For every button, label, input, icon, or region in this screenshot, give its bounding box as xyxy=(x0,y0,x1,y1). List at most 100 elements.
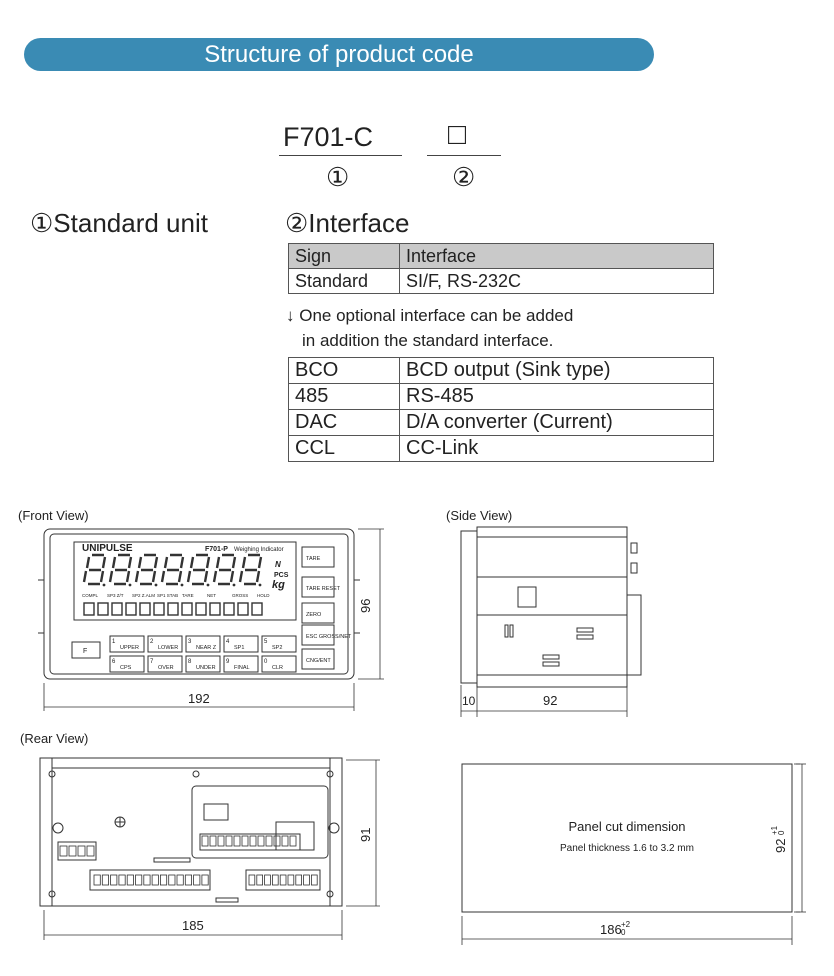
interface-table: Sign Interface Standard SI/F, RS-232C xyxy=(288,243,714,294)
terminal xyxy=(281,835,289,847)
terminal xyxy=(209,835,217,847)
terminal xyxy=(151,874,159,886)
segment-digit xyxy=(108,553,133,587)
front-key: ESC GROSS/NET xyxy=(301,624,352,646)
svg-text:CPS: CPS xyxy=(120,665,132,671)
sub-digit xyxy=(83,602,95,616)
code-underline-1 xyxy=(279,155,402,156)
svg-text:LOWER: LOWER xyxy=(158,645,178,651)
segment-digit xyxy=(186,553,211,587)
front-key: TARE RESET xyxy=(301,576,341,598)
terminal xyxy=(110,874,118,886)
front-view-drawing: UNIPULSE F701-P Weighing Indicator N PCS… xyxy=(38,528,384,711)
terminal xyxy=(168,874,176,886)
display-window xyxy=(73,541,297,621)
panel-width-dim: 186 xyxy=(600,922,622,937)
terminal xyxy=(273,835,281,847)
panel-width-tol-upper: +2 xyxy=(621,920,631,929)
svg-text:8: 8 xyxy=(188,659,192,665)
terminal xyxy=(193,874,201,886)
status-label: HOLD xyxy=(257,593,270,598)
sub-digit xyxy=(251,602,263,616)
status-label: NET xyxy=(207,593,216,598)
panel-thickness: Panel thickness 1.6 to 3.2 mm xyxy=(560,843,694,854)
unit-kg: kg xyxy=(272,579,285,591)
sub-digit xyxy=(223,602,235,616)
front-view-label: (Front View) xyxy=(18,508,89,523)
terminal xyxy=(279,874,287,886)
front-width-dim: 192 xyxy=(188,691,210,706)
sub-digit xyxy=(195,602,207,616)
table-row: Standard SI/F, RS-232C xyxy=(288,268,714,294)
side-bezel xyxy=(460,530,478,684)
svg-text:F: F xyxy=(83,648,87,655)
rear-width-dim: 185 xyxy=(182,918,204,933)
table-row: CCL CC-Link xyxy=(288,435,714,462)
svg-text:7: 7 xyxy=(150,659,154,665)
svg-text:1: 1 xyxy=(112,639,116,645)
table-cell: CCL xyxy=(288,435,400,462)
svg-text:NEAR Z: NEAR Z xyxy=(196,645,217,651)
svg-text:CNG/ENT: CNG/ENT xyxy=(306,658,331,664)
brand-label: UNIPULSE xyxy=(82,543,133,554)
sub-digit xyxy=(139,602,151,616)
f-key: F xyxy=(71,641,101,659)
sub-digits xyxy=(83,602,263,616)
option-note-line-2: in addition the standard interface. xyxy=(302,331,554,350)
svg-text:TARE RESET: TARE RESET xyxy=(306,586,341,592)
unit-n: N xyxy=(275,560,281,569)
terminal xyxy=(295,874,302,886)
standard-unit-title: ①Standard unit xyxy=(30,208,208,238)
terminal xyxy=(159,874,168,886)
side-front-depth-dim: 10 xyxy=(462,694,476,708)
terminal xyxy=(303,874,310,886)
table-cell: BCD output (Sink type) xyxy=(399,357,714,384)
option-note-line-1: ↓ One optional interface can be added xyxy=(286,306,574,325)
svg-text:3: 3 xyxy=(188,639,192,645)
side-depth-dim: 92 xyxy=(543,693,557,708)
unit-pcs: PCS xyxy=(274,572,289,579)
model-suffix: Weighing Indicator xyxy=(234,547,284,553)
svg-text:SP2: SP2 xyxy=(272,645,282,651)
terminal xyxy=(126,874,134,886)
terminal xyxy=(256,874,264,886)
panel-width-tol-lower: 0 xyxy=(621,928,626,937)
product-code: F701-C xyxy=(283,122,374,152)
table-cell: D/A converter (Current) xyxy=(399,409,714,436)
terminal xyxy=(289,835,297,847)
table-row: DAC D/A converter (Current) xyxy=(288,409,714,436)
rear-view-drawing: 185 91 xyxy=(39,757,380,940)
terminal xyxy=(101,874,110,886)
sub-digit xyxy=(167,602,179,616)
rear-terminals xyxy=(59,835,318,886)
side-view-label: (Side View) xyxy=(446,508,513,523)
terminal xyxy=(271,874,279,886)
panel-cut-outline xyxy=(461,763,793,913)
panel-height-dim: 92 xyxy=(773,839,788,853)
terminal xyxy=(264,874,271,886)
table-cell: DAC xyxy=(288,409,400,436)
svg-text:OVER: OVER xyxy=(158,665,174,671)
terminal xyxy=(143,874,151,886)
option-table: BCO BCD output (Sink type) 485 RS-485 DA… xyxy=(288,357,714,462)
terminal xyxy=(241,835,249,847)
table-cell: Standard xyxy=(288,268,400,294)
status-label: TARE xyxy=(182,593,194,598)
terminal xyxy=(176,874,184,886)
svg-text:SP1: SP1 xyxy=(234,645,244,651)
segment-digit xyxy=(160,553,185,587)
table-cell: RS-485 xyxy=(399,383,714,410)
section-banner: Structure of product code xyxy=(24,38,654,71)
svg-text:5: 5 xyxy=(264,639,268,645)
rear-case xyxy=(39,757,343,907)
side-view-drawing: 10 92 xyxy=(460,526,642,717)
svg-text:9: 9 xyxy=(226,659,230,665)
